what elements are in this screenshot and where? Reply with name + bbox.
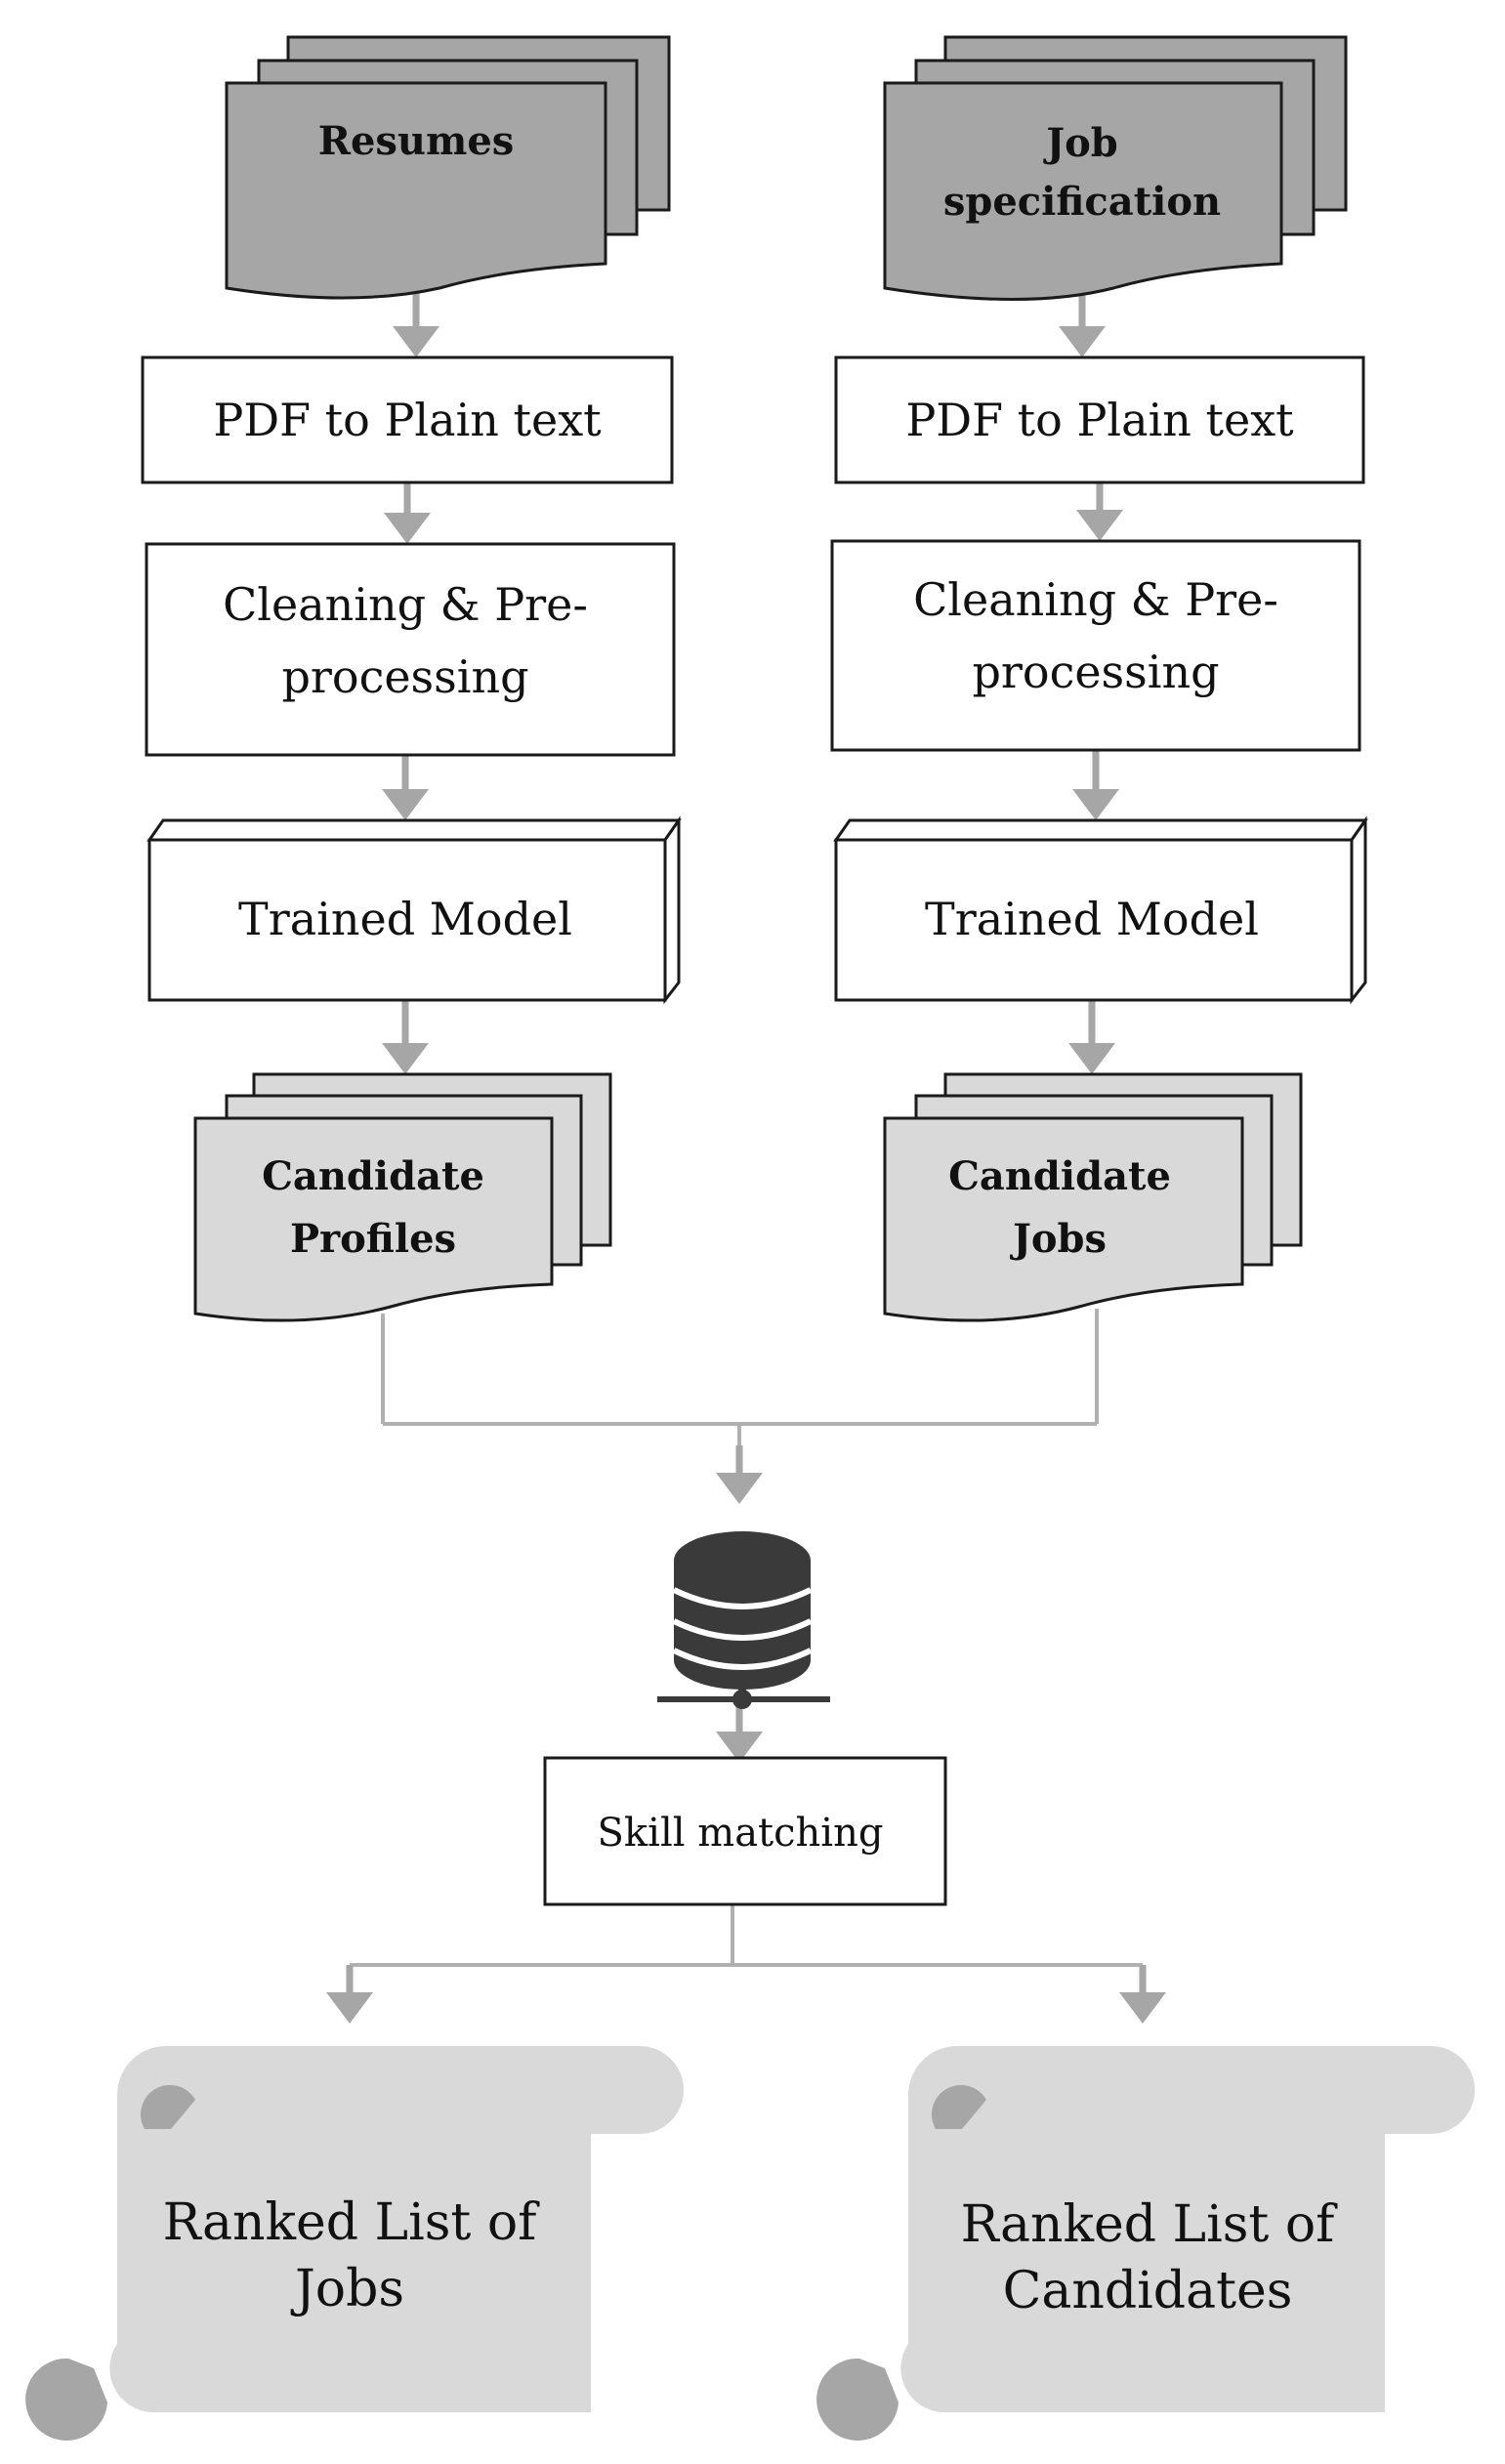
label-line: Candidates: [1003, 2262, 1293, 2320]
label-line: PDF to Plain text: [905, 394, 1294, 446]
database-icon: [657, 1531, 830, 1709]
flow-arrow: [1059, 293, 1106, 357]
label-line: Cleaning & Pre-: [913, 573, 1278, 626]
flow-arrow: [393, 293, 439, 357]
label-line: specification: [943, 179, 1221, 225]
flow-arrow: [384, 482, 431, 544]
flow-arrow: [326, 1965, 373, 2024]
left-pdf-to-text-label: PDF to Plain text: [213, 394, 602, 446]
flow-arrow: [1068, 1000, 1115, 1074]
label-line: Resumes: [318, 118, 515, 164]
job-specification-label: Job specification: [943, 120, 1221, 225]
right-trained-model-box: Trained Model: [833, 815, 1368, 1005]
skill-matching-box: Skill matching: [543, 1756, 947, 1906]
label-line: Candidate: [262, 1153, 484, 1199]
label-line: Cleaning & Pre-: [223, 578, 588, 631]
left-pdf-to-text-box: PDF to Plain text: [141, 355, 674, 484]
connectors: [350, 1309, 1143, 1967]
right-cleaning-label: Cleaning & Pre-processing: [913, 573, 1278, 698]
flow-arrow: [1076, 482, 1123, 541]
flow-arrow: [1072, 750, 1119, 820]
arrow-group: [326, 293, 1166, 2024]
right-cleaning-box: Cleaning & Pre-processing: [830, 539, 1361, 752]
flow-arrow: [1119, 1965, 1166, 2024]
label-line: Job: [1043, 120, 1118, 166]
skill-matching-label: Skill matching: [598, 1811, 884, 1856]
left-trained-model-box: Trained Model: [146, 815, 682, 1005]
ranked-candidates-scroll: Ranked List of Candidates: [816, 2046, 1475, 2441]
resumes-document: Resumes: [225, 35, 671, 300]
label-line: Skill matching: [598, 1811, 884, 1856]
label-line: Ranked List of: [163, 2193, 541, 2252]
job-specification-document: Job specification: [883, 35, 1348, 301]
label-line: processing: [972, 646, 1219, 698]
right-pdf-to-text-box: PDF to Plain text: [834, 355, 1365, 484]
flow-arrow: [382, 755, 429, 820]
right-trained-model-label: Trained Model: [925, 893, 1259, 945]
label-line: Jobs: [290, 2260, 404, 2318]
label-line: Trained Model: [238, 893, 572, 945]
left-trained-model-label: Trained Model: [238, 893, 572, 945]
left-cleaning-box: Cleaning & Pre-processing: [145, 542, 676, 757]
label-line: Ranked List of: [961, 2195, 1339, 2254]
label-line: Profiles: [290, 1216, 456, 1262]
label-line: processing: [281, 650, 528, 703]
ranked-jobs-label: Ranked List of Jobs: [163, 2193, 541, 2318]
ranked-jobs-scroll: Ranked List of Jobs: [25, 2046, 685, 2441]
label-line: Jobs: [1010, 1216, 1107, 1262]
flow-arrow: [716, 1704, 763, 1763]
flow-arrow: [716, 1445, 763, 1504]
ranked-candidates-label: Ranked List of Candidates: [961, 2195, 1339, 2320]
left-cleaning-label: Cleaning & Pre-processing: [223, 578, 588, 703]
flow-arrow: [382, 1000, 429, 1074]
label-line: Trained Model: [925, 893, 1259, 945]
right-pdf-to-text-label: PDF to Plain text: [905, 394, 1294, 446]
label-line: PDF to Plain text: [213, 394, 602, 446]
resumes-label: Resumes: [318, 118, 515, 164]
label-line: Candidate: [948, 1153, 1171, 1199]
